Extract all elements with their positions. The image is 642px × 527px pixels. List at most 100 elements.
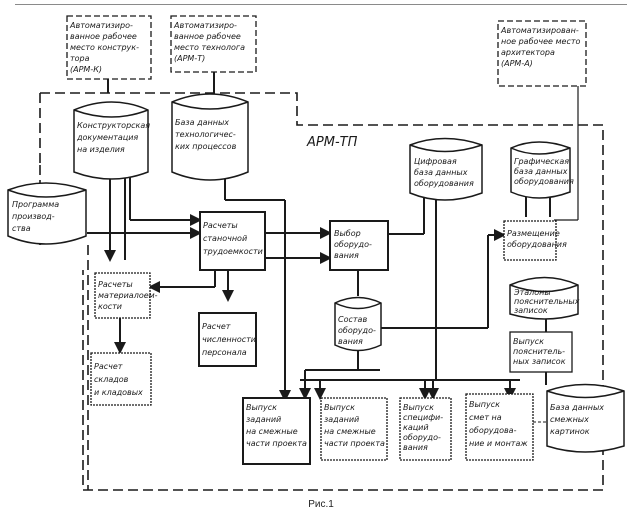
adjacent-parts-db-label-line: База данных (550, 403, 604, 412)
estimate-output-label-line: смет на (469, 413, 502, 422)
box-staff-calc (198, 312, 257, 367)
cylinder-equipment-composition (334, 296, 382, 352)
production-program-label-line: ства (12, 224, 31, 233)
tasks-output-1-label-line: на смежные (246, 427, 298, 436)
graphic-equipment-db-label-line: Графическая (514, 157, 569, 166)
region-label: АРМ-ТП (306, 135, 358, 150)
header-rule (15, 4, 627, 5)
cylinder-adjacent-parts-db (546, 383, 625, 453)
equipment-select-label-line: оборудо- (334, 240, 372, 249)
arm-k-label-line: место конструк- (70, 43, 139, 52)
figure-caption: Рис.1 (308, 499, 334, 510)
material-calc-label-line: Расчеты (98, 280, 133, 289)
box-storage-calc (90, 352, 152, 406)
labor-calc-label-line: трудоемкости (203, 247, 263, 256)
box-tasks-output-1 (242, 397, 311, 465)
design-docs-label-line: на изделия (77, 145, 125, 154)
arm-t-label-line: Автоматизиро- (173, 21, 237, 30)
notes-output-label-line: ных записок (513, 357, 566, 366)
workstation-box-arm-k (66, 15, 152, 80)
process-boxes (90, 211, 573, 465)
equipment-composition-label-line: Состав (338, 315, 367, 324)
arm-t-label-line: (АРМ-Т) (174, 54, 205, 63)
estimate-output-label-line: оборудова- (469, 426, 517, 435)
note-standards-label-line: Эталоны (513, 288, 551, 297)
arm-k-label-line: (АРМ-К) (70, 65, 102, 74)
arm-t-label-line: место технолога (174, 43, 245, 52)
adjacent-parts-db-label-line: смежных (550, 415, 589, 424)
adjacent-parts-db-label-line: картинок (550, 427, 590, 436)
spec-output-label-line: вания (403, 443, 428, 452)
storage-calc-label-line: и кладовых (94, 388, 143, 397)
workstation-box-arm-a (497, 20, 587, 87)
box-spec-output (399, 397, 452, 461)
arm-t-label-line: ванное рабочее (174, 32, 241, 41)
spec-output-label-line: Выпуск (403, 403, 434, 412)
graphic-equipment-db-label-line: оборудования (514, 177, 574, 186)
equipment-placement-label-line: оборудования (507, 240, 567, 249)
tasks-output-1-label-line: заданий (246, 415, 281, 424)
box-labor-calc (199, 211, 266, 271)
equipment-composition-label-line: вания (338, 337, 363, 346)
tasks-output-2-label-line: заданий (324, 415, 359, 424)
labor-calc-label-line: Расчеты (203, 221, 238, 230)
labor-calc-label-line: станочной (203, 234, 247, 243)
equipment-placement-label-line: Размещение (507, 229, 560, 238)
cylinder-tech-process-db (171, 93, 249, 181)
box-material-calc (94, 272, 151, 319)
cylinder-digital-equipment-db (409, 137, 483, 201)
arm-k-label-line: тора (70, 54, 90, 63)
staff-calc-label-line: численности (202, 335, 256, 344)
notes-output-label-line: Выпуск (513, 337, 544, 346)
arm-k-label-line: Автоматизиро- (69, 21, 133, 30)
arm-a-label-line: (АРМ-А) (501, 59, 533, 68)
estimate-output-label-line: Выпуск (469, 400, 500, 409)
storage-calc-label-line: Расчет (94, 362, 123, 371)
database-cylinders (7, 93, 625, 453)
box-notes-output (509, 331, 573, 373)
box-estimate-output (465, 393, 534, 461)
tech-process-db-label-line: База данных (175, 118, 229, 127)
design-docs-label-line: Конструкторская (77, 121, 150, 130)
cylinder-production-program (7, 182, 87, 245)
arm-k-label-line: ванное рабочее (70, 32, 137, 41)
digital-equipment-db-label-line: оборудования (414, 179, 474, 188)
staff-calc-label-line: персонала (202, 348, 247, 357)
note-standards-label-line: пояснительных (514, 297, 580, 306)
box-equipment-select (329, 220, 389, 271)
connectors (87, 72, 579, 423)
digital-equipment-db-label-line: база данных (414, 168, 468, 177)
tech-process-db-label-line: ких процессов (175, 142, 237, 151)
spec-output-label-line: специфи- (403, 413, 443, 422)
page-header (0, 0, 642, 6)
material-calc-label-line: кости (98, 302, 122, 311)
arm-a-label-line: Автоматизирован- (500, 26, 579, 35)
arm-a-label-line: архитектора (501, 48, 555, 57)
equipment-select-label-line: вания (334, 251, 359, 260)
spec-output-label-line: каций (403, 423, 429, 432)
digital-equipment-db-label-line: Цифровая (414, 157, 457, 166)
graphic-equipment-db-label-line: база данных (514, 167, 568, 176)
notes-output-label-line: пояснитель- (513, 347, 565, 356)
tech-process-db-label-line: технологичес- (175, 130, 236, 139)
design-docs-label-line: документация (76, 133, 138, 142)
equipment-composition-label-line: оборудо- (338, 326, 376, 335)
tasks-output-2-label-line: Выпуск (324, 403, 355, 412)
note-standards-label-line: записок (514, 306, 548, 315)
tasks-output-1-label-line: Выпуск (246, 403, 277, 412)
material-calc-label-line: материалоем- (98, 291, 158, 300)
cylinder-graphic-equipment-db (510, 141, 571, 199)
box-tasks-output-2 (320, 397, 388, 461)
cylinder-note-standards (509, 276, 579, 320)
equipment-select-label-line: Выбор (334, 229, 361, 238)
tasks-output-1-label-line: части проекта (246, 439, 307, 448)
arm-a-label-line: ное рабочее место (501, 37, 581, 46)
estimate-output-label-line: ние и монтаж (469, 439, 528, 448)
tasks-output-2-label-line: части проекта (324, 439, 385, 448)
diagram-labels: Автоматизиро-ванное рабочее место констру… (12, 21, 604, 452)
tasks-output-2-label-line: на смежные (324, 427, 376, 436)
spec-output-label-line: оборудо- (403, 433, 441, 442)
production-program-label-line: производ- (12, 212, 55, 221)
box-equipment-placement (503, 220, 557, 261)
